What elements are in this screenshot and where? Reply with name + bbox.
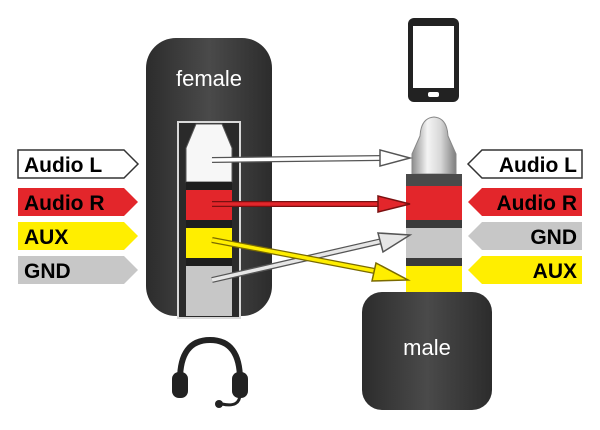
male-plug-body <box>362 292 492 410</box>
male-label: male <box>403 335 451 360</box>
right-label-aux: AUX <box>468 256 582 284</box>
right-label-gnd: GND <box>468 222 582 250</box>
arrow-audio-r <box>212 195 411 213</box>
left-label-column: Audio L Audio R AUX GND <box>17 149 140 284</box>
female-jack: female <box>146 38 272 319</box>
arrow-gnd <box>211 232 413 283</box>
right-label-gnd-text: GND <box>530 226 577 249</box>
female-insulator-2 <box>186 220 232 228</box>
right-label-aux-text: AUX <box>533 260 577 283</box>
female-label: female <box>176 66 242 91</box>
female-insulator-1 <box>186 182 232 190</box>
headset-icon <box>172 336 248 408</box>
male-ring-grey <box>406 228 462 258</box>
left-label-aux-text: AUX <box>24 226 68 249</box>
male-tip <box>411 116 457 175</box>
left-label-audio-l-text: Audio L <box>24 154 102 177</box>
male-sleeve-yellow <box>406 266 462 294</box>
female-sleeve-contact <box>186 266 232 316</box>
right-label-audio-l-text: Audio L <box>499 154 577 177</box>
arrow-audio-l <box>211 149 413 167</box>
right-label-audio-r-text: Audio R <box>497 192 577 215</box>
male-insulator-2 <box>406 220 462 228</box>
left-label-audio-r: Audio R <box>18 188 138 216</box>
male-insulator-3 <box>406 258 462 266</box>
left-label-audio-l: Audio L <box>17 149 140 179</box>
male-plug: male <box>362 116 492 410</box>
left-label-audio-r-text: Audio R <box>24 192 104 215</box>
right-label-audio-l: Audio L <box>466 149 583 179</box>
male-insulator-1 <box>406 174 462 186</box>
left-label-gnd-text: GND <box>24 260 71 283</box>
right-label-audio-r: Audio R <box>468 188 582 216</box>
female-insulator-3 <box>186 258 232 266</box>
left-label-gnd: GND <box>18 256 138 284</box>
female-tip-contact <box>185 123 233 183</box>
male-ring-red <box>406 186 462 220</box>
smartphone-icon <box>408 18 459 102</box>
left-label-aux: AUX <box>18 222 138 250</box>
arrow-aux <box>211 237 411 282</box>
connection-arrows <box>211 149 413 283</box>
right-label-column: Audio L Audio R GND AUX <box>466 149 583 284</box>
